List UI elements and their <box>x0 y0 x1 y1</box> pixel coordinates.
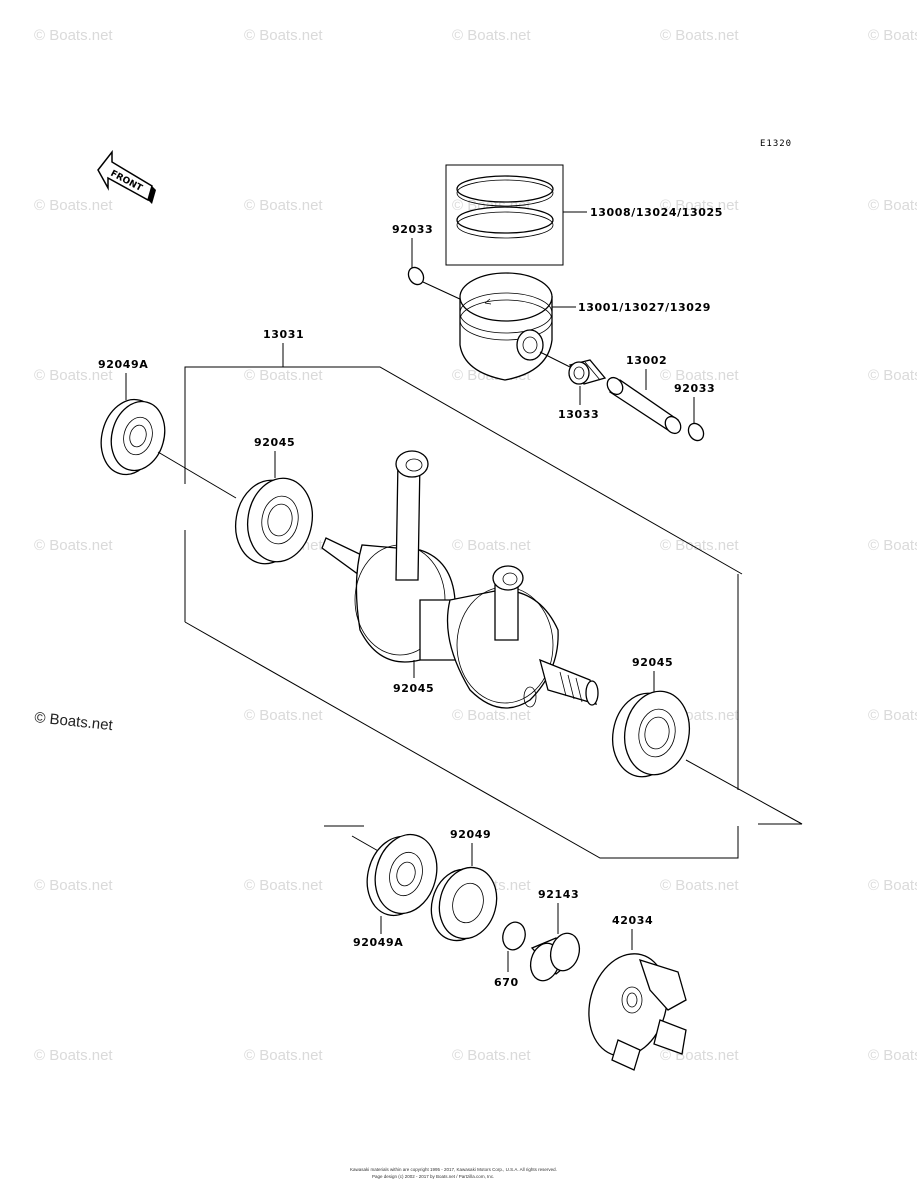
watermark: © Boats.net <box>868 877 917 894</box>
watermark: © Boats.net <box>868 367 917 384</box>
crankshaft-drawing <box>321 450 599 709</box>
part-label-bearing-left: 92045 <box>254 436 295 449</box>
watermark: © Boats.net <box>34 367 113 384</box>
oil-seal-lower-drawing <box>430 866 498 942</box>
part-label-bearing-right: 92045 <box>632 656 673 669</box>
watermark: © Boats.net <box>244 1047 323 1064</box>
watermark: © Boats.net <box>34 537 113 554</box>
oil-seal-lower-a-drawing <box>366 833 438 917</box>
watermark: © Boats.net <box>244 707 323 724</box>
watermark: © Boats.net <box>244 197 323 214</box>
bearing-left-drawing <box>235 477 313 565</box>
watermark: © Boats.net <box>868 537 917 554</box>
watermark: © Boats.net <box>34 27 113 44</box>
part-label-coupling: 42034 <box>612 914 653 927</box>
watermark-visible: © Boats.net <box>34 709 115 734</box>
watermark: © Boats.net <box>660 877 739 894</box>
part-label-clip-right: 92033 <box>674 382 715 395</box>
watermark: © Boats.net <box>244 367 323 384</box>
piston-drawing <box>459 272 553 381</box>
watermark: © Boats.net <box>452 27 531 44</box>
diagram-code: E1320 <box>760 139 792 149</box>
watermark: © Boats.net <box>34 1047 113 1064</box>
part-label-needle-bearing: 13033 <box>558 408 599 421</box>
watermark: © Boats.net <box>452 707 531 724</box>
watermark: © Boats.net <box>868 1047 917 1064</box>
oil-seal-left-drawing <box>100 398 166 476</box>
watermark: © Boats.net <box>452 537 531 554</box>
watermark: © Boats.net <box>452 1047 531 1064</box>
part-label-crankshaft: 13031 <box>263 328 304 341</box>
watermark: © Boats.net <box>868 197 917 214</box>
ring-box <box>445 164 564 266</box>
watermark: © Boats.net <box>868 27 917 44</box>
part-label-oil-seal-left: 92049A <box>98 358 148 371</box>
watermark: © Boats.net <box>34 197 113 214</box>
part-label-bearing-center: 92045 <box>393 682 434 695</box>
copyright-line-1: Kawasaki materials within are copyright … <box>350 1167 557 1172</box>
copyright-line-2: Page design (c) 2002 - 2017 by Boats.net… <box>372 1174 494 1179</box>
part-label-oil-seal-lower-a: 92049A <box>353 936 403 949</box>
part-label-clip-left: 92033 <box>392 223 433 236</box>
watermark: © Boats.net <box>660 537 739 554</box>
watermark: © Boats.net <box>34 877 113 894</box>
part-label-collar: 92143 <box>538 888 579 901</box>
piston-pin-drawing <box>606 376 682 435</box>
watermark: © Boats.net <box>244 27 323 44</box>
o-ring-drawing <box>502 921 526 951</box>
watermark: © Boats.net <box>868 707 917 724</box>
bearing-right-drawing <box>612 690 690 778</box>
clip-right-drawing <box>687 422 705 442</box>
watermark: © Boats.net <box>660 27 739 44</box>
needle-bearing-drawing <box>568 359 607 385</box>
part-label-piston: 13001/13027/13029 <box>578 301 711 314</box>
watermark: © Boats.net <box>244 877 323 894</box>
clip-left-drawing <box>407 266 425 286</box>
collar-drawing <box>529 932 581 982</box>
coupling-drawing <box>588 953 687 1071</box>
part-label-piston-rings: 13008/13024/13025 <box>590 206 723 219</box>
piston-rings-drawing <box>456 175 554 239</box>
part-label-oil-seal-lower: 92049 <box>450 828 491 841</box>
part-label-o-ring: 670 <box>494 976 519 989</box>
watermark: © Boats.net <box>660 367 739 384</box>
watermark: © Boats.net <box>660 197 739 214</box>
part-label-piston-pin: 13002 <box>626 354 667 367</box>
